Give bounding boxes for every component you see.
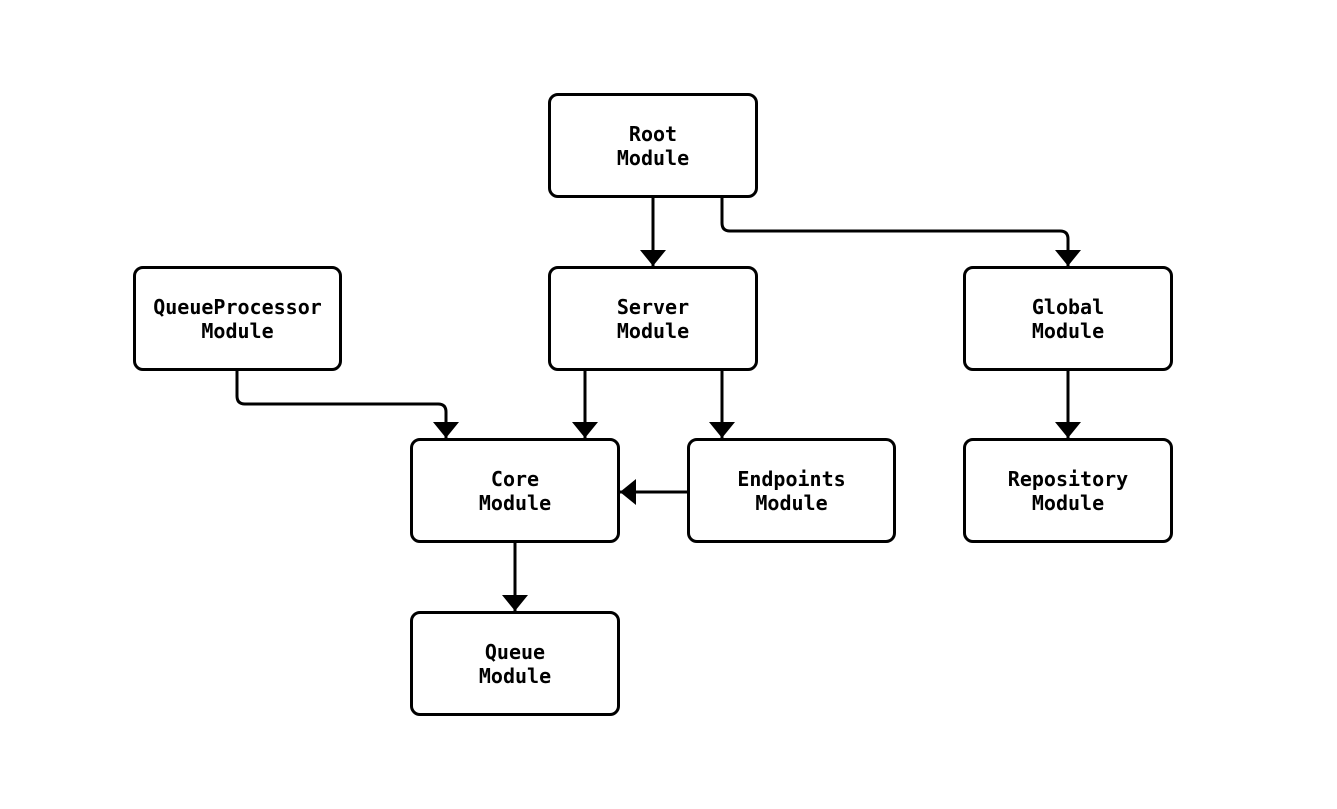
node-root: Root Module bbox=[548, 93, 758, 198]
edge-queueprocessor-core bbox=[235, 371, 459, 438]
node-queue: Queue Module bbox=[410, 611, 620, 716]
node-core-label: Core Module bbox=[478, 466, 552, 515]
node-global: Global Module bbox=[963, 266, 1173, 371]
node-repository-label: Repository Module bbox=[1007, 466, 1129, 515]
node-global-label: Global Module bbox=[1031, 294, 1105, 343]
node-root-label: Root Module bbox=[616, 121, 690, 170]
node-queueprocessor-label: QueueProcessor Module bbox=[153, 294, 322, 343]
node-endpoints-label: Endpoints Module bbox=[737, 466, 846, 515]
node-queue-label: Queue Module bbox=[478, 639, 552, 688]
node-server: Server Module bbox=[548, 266, 758, 371]
node-server-label: Server Module bbox=[616, 294, 690, 343]
node-queueprocessor: QueueProcessor Module bbox=[133, 266, 342, 371]
node-repository: Repository Module bbox=[963, 438, 1173, 543]
edge-root-global bbox=[720, 198, 1081, 266]
node-endpoints: Endpoints Module bbox=[687, 438, 896, 543]
node-core: Core Module bbox=[410, 438, 620, 543]
